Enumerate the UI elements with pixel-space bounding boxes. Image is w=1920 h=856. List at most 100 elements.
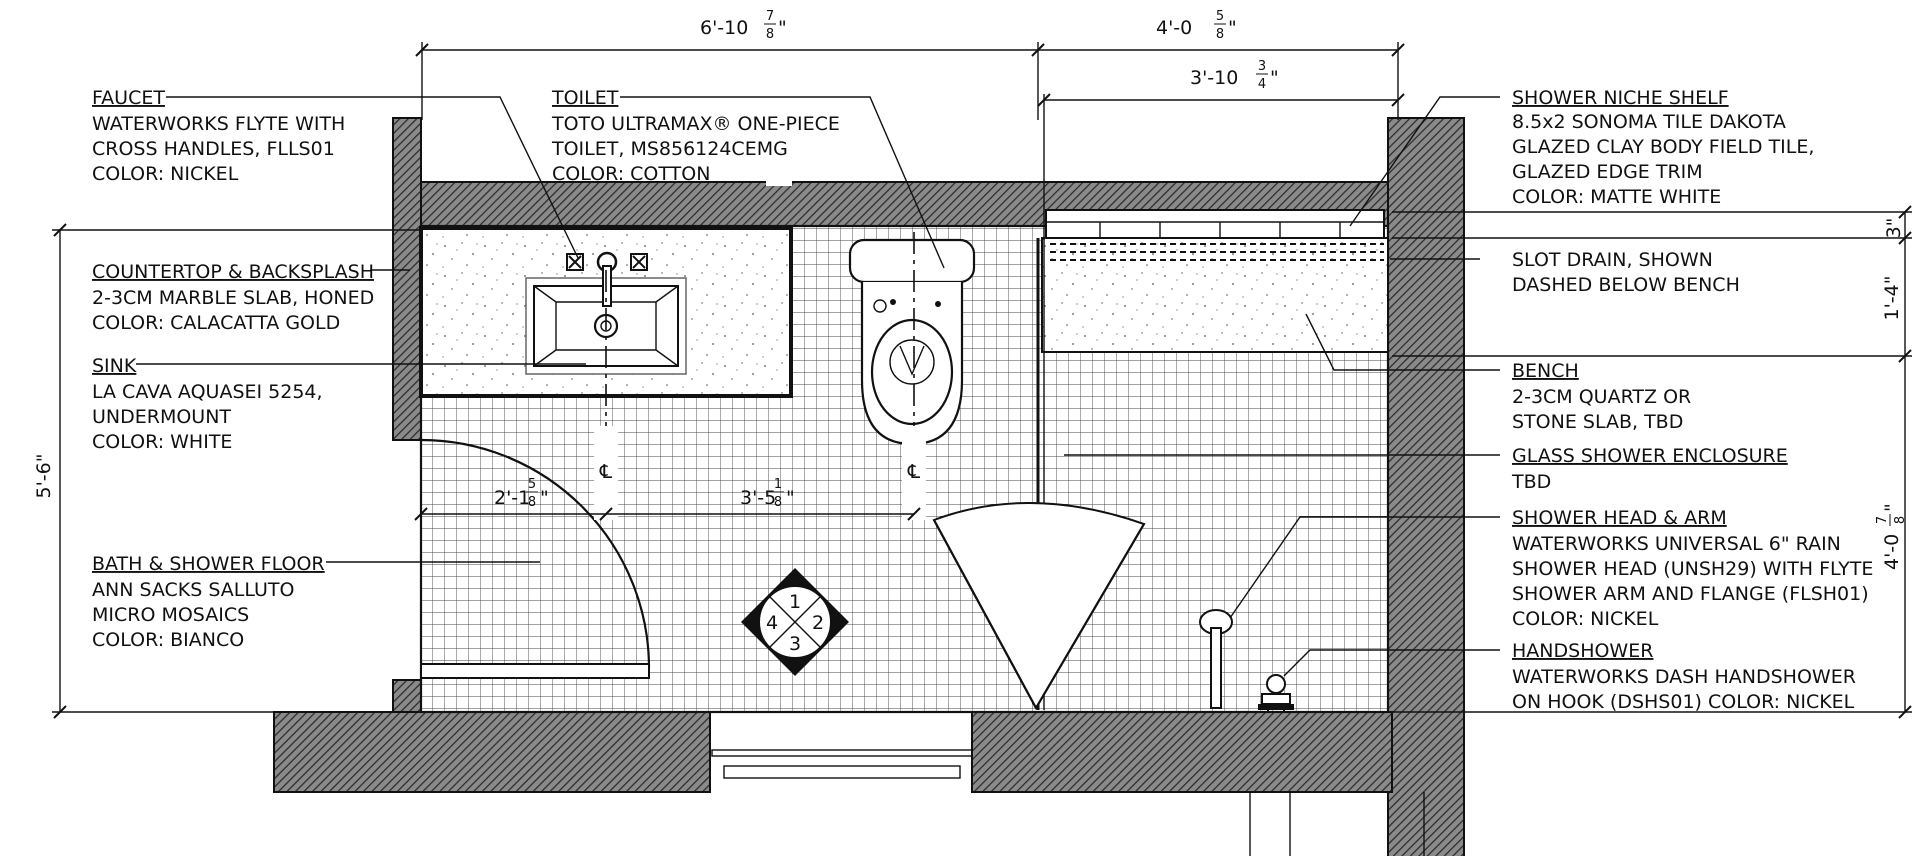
svg-text:": " xyxy=(1881,503,1903,512)
dimension-lines xyxy=(52,42,1912,719)
svg-text:8: 8 xyxy=(528,495,536,510)
svg-text:BATH & SHOWER FLOOR: BATH & SHOWER FLOOR xyxy=(92,553,325,575)
svg-text:COLOR: COTTON: COLOR: COTTON xyxy=(552,163,710,185)
svg-text:SHOWER NICHE SHELF: SHOWER NICHE SHELF xyxy=(1512,87,1729,109)
svg-text:ANN SACKS SALLUTO: ANN SACKS SALLUTO xyxy=(92,579,294,601)
svg-text:8: 8 xyxy=(774,495,782,510)
svg-text:5: 5 xyxy=(528,477,536,492)
svg-text:8.5x2 SONOMA TILE DAKOTA: 8.5x2 SONOMA TILE DAKOTA xyxy=(1512,111,1786,133)
label-faucet: FAUCET WATERWORKS FLYTE WITH CROSS HANDL… xyxy=(92,87,345,185)
dim-shower-inner: 3'-10 3 4 " xyxy=(1190,59,1279,92)
dim-toilet-center: 3'-5 1 8 " xyxy=(740,477,795,510)
handshower-fixture xyxy=(1258,674,1294,712)
svg-text:CROSS HANDLES, FLLS01: CROSS HANDLES, FLLS01 xyxy=(92,138,335,160)
svg-text:COUNTERTOP & BACKSPLASH: COUNTERTOP & BACKSPLASH xyxy=(92,261,374,283)
svg-text:": " xyxy=(1228,17,1237,39)
svg-text:TOILET, MS856124CEMG: TOILET, MS856124CEMG xyxy=(551,138,788,160)
walls xyxy=(273,117,1465,856)
faucet-fixture xyxy=(566,251,648,307)
svg-text:2'-1: 2'-1 xyxy=(494,487,530,509)
svg-text:COLOR: NICKEL: COLOR: NICKEL xyxy=(1512,608,1659,630)
svg-text:MICRO MOSAICS: MICRO MOSAICS xyxy=(92,604,249,626)
svg-text:TBD: TBD xyxy=(1511,471,1551,493)
room-outline xyxy=(419,224,1390,714)
svg-text:WATERWORKS UNIVERSAL 6" RAIN: WATERWORKS UNIVERSAL 6" RAIN xyxy=(1512,533,1841,555)
svg-text:COLOR: MATTE WHITE: COLOR: MATTE WHITE xyxy=(1512,186,1721,208)
label-toilet: TOILET TOTO ULTRAMAX® ONE-PIECE TOILET, … xyxy=(551,87,840,185)
svg-text:4: 4 xyxy=(1258,77,1266,92)
dim-top-right: 4'-0 5 8 " xyxy=(1156,9,1237,42)
svg-text:COLOR: WHITE: COLOR: WHITE xyxy=(92,431,232,453)
svg-text:GLAZED EDGE TRIM: GLAZED EDGE TRIM xyxy=(1512,161,1703,183)
dim-top-left: 6'-10 7 8 " xyxy=(700,9,787,42)
svg-text:": " xyxy=(786,487,795,509)
svg-text:3'-10: 3'-10 xyxy=(1190,67,1238,89)
bottom-wall-right xyxy=(971,711,1393,793)
svg-text:4'-0: 4'-0 xyxy=(1156,17,1192,39)
compass-4: 4 xyxy=(766,612,778,634)
svg-text:COLOR: BIANCO: COLOR: BIANCO xyxy=(92,629,244,651)
door-swing xyxy=(420,438,651,679)
svg-text:3'-5: 3'-5 xyxy=(740,487,776,509)
svg-text:HANDSHOWER: HANDSHOWER xyxy=(1512,640,1653,662)
svg-text:COLOR: NICKEL: COLOR: NICKEL xyxy=(92,163,239,185)
label-countertop: COUNTERTOP & BACKSPLASH 2-3CM MARBLE SLA… xyxy=(92,261,374,334)
label-handshower: HANDSHOWER WATERWORKS DASH HANDSHOWER ON… xyxy=(1512,640,1856,713)
svg-text:1: 1 xyxy=(774,477,782,492)
left-wall xyxy=(392,117,422,441)
svg-text:ON HOOK (DSHS01) COLOR: NICKEL: ON HOOK (DSHS01) COLOR: NICKEL xyxy=(1512,691,1855,713)
svg-text:4'-0: 4'-0 xyxy=(1881,534,1903,570)
svg-text:DASHED BELOW BENCH: DASHED BELOW BENCH xyxy=(1512,274,1740,296)
toilet-centerline-symbol: ℄ xyxy=(907,461,921,483)
svg-text:7: 7 xyxy=(1875,516,1890,524)
svg-text:SINK: SINK xyxy=(92,355,137,377)
label-floor: BATH & SHOWER FLOOR ANN SACKS SALLUTO MI… xyxy=(92,553,325,651)
left-wall-lower xyxy=(392,679,422,715)
sink-centerline-symbol: ℄ xyxy=(599,461,613,483)
svg-text:": " xyxy=(778,17,787,39)
dim-sink-center: 2'-1 5 8 " xyxy=(494,477,549,510)
right-wall xyxy=(1387,117,1465,856)
svg-text:5: 5 xyxy=(1216,9,1224,24)
svg-text:WATERWORKS FLYTE WITH: WATERWORKS FLYTE WITH xyxy=(92,113,345,135)
svg-text:8: 8 xyxy=(1893,516,1908,524)
dim-left-height: 5'-6" xyxy=(33,454,55,499)
bench-slab xyxy=(1041,237,1389,353)
svg-text:LA CAVA AQUASEI 5254,: LA CAVA AQUASEI 5254, xyxy=(92,381,323,403)
bottom-wall-left xyxy=(273,711,711,793)
svg-text:SHOWER ARM AND FLANGE (FLSH01): SHOWER ARM AND FLANGE (FLSH01) xyxy=(1512,583,1869,605)
svg-text:8: 8 xyxy=(1216,27,1224,42)
label-sink: SINK LA CAVA AQUASEI 5254, UNDERMOUNT CO… xyxy=(92,355,323,453)
svg-text:TOTO ULTRAMAX® ONE-PIECE: TOTO ULTRAMAX® ONE-PIECE xyxy=(551,113,840,135)
label-bench: BENCH 2-3CM QUARTZ OR STONE SLAB, TBD xyxy=(1512,360,1691,433)
toilet-fixture xyxy=(848,238,976,446)
label-drain: SLOT DRAIN, SHOWN DASHED BELOW BENCH xyxy=(1512,249,1740,296)
svg-text:": " xyxy=(540,487,549,509)
svg-text:BENCH: BENCH xyxy=(1512,360,1579,382)
label-niche: SHOWER NICHE SHELF 8.5x2 SONOMA TILE DAK… xyxy=(1512,87,1814,208)
svg-text:UNDERMOUNT: UNDERMOUNT xyxy=(92,406,231,428)
dim-right-height: 4'-0 7 8 " xyxy=(1875,503,1908,570)
svg-text:": " xyxy=(1270,67,1279,89)
svg-text:WATERWORKS DASH HANDSHOWER: WATERWORKS DASH HANDSHOWER xyxy=(1512,666,1856,688)
niche-shelf xyxy=(1045,209,1385,239)
svg-text:7: 7 xyxy=(766,9,774,24)
svg-text:2-3CM MARBLE SLAB, HONED: 2-3CM MARBLE SLAB, HONED xyxy=(92,287,374,309)
svg-text:STONE SLAB, TBD: STONE SLAB, TBD xyxy=(1512,411,1683,433)
shower-head xyxy=(1199,609,1233,709)
leader-lines xyxy=(136,96,1500,677)
compass-1: 1 xyxy=(789,591,801,613)
svg-text:6'-10: 6'-10 xyxy=(700,17,748,39)
top-wall-notch xyxy=(766,170,792,186)
compass: 1 2 3 4 xyxy=(741,568,849,676)
svg-text:2-3CM QUARTZ OR: 2-3CM QUARTZ OR xyxy=(1512,386,1691,408)
door-threshold xyxy=(711,749,1425,856)
compass-3: 3 xyxy=(789,633,801,655)
svg-text:8: 8 xyxy=(766,27,774,42)
dim-bench-depth: 1'-4" xyxy=(1881,276,1903,321)
label-showerhead: SHOWER HEAD & ARM WATERWORKS UNIVERSAL 6… xyxy=(1512,507,1873,630)
shower xyxy=(932,209,1389,712)
svg-text:GLASS SHOWER ENCLOSURE: GLASS SHOWER ENCLOSURE xyxy=(1512,445,1788,467)
svg-text:SHOWER HEAD & ARM: SHOWER HEAD & ARM xyxy=(1512,507,1727,529)
